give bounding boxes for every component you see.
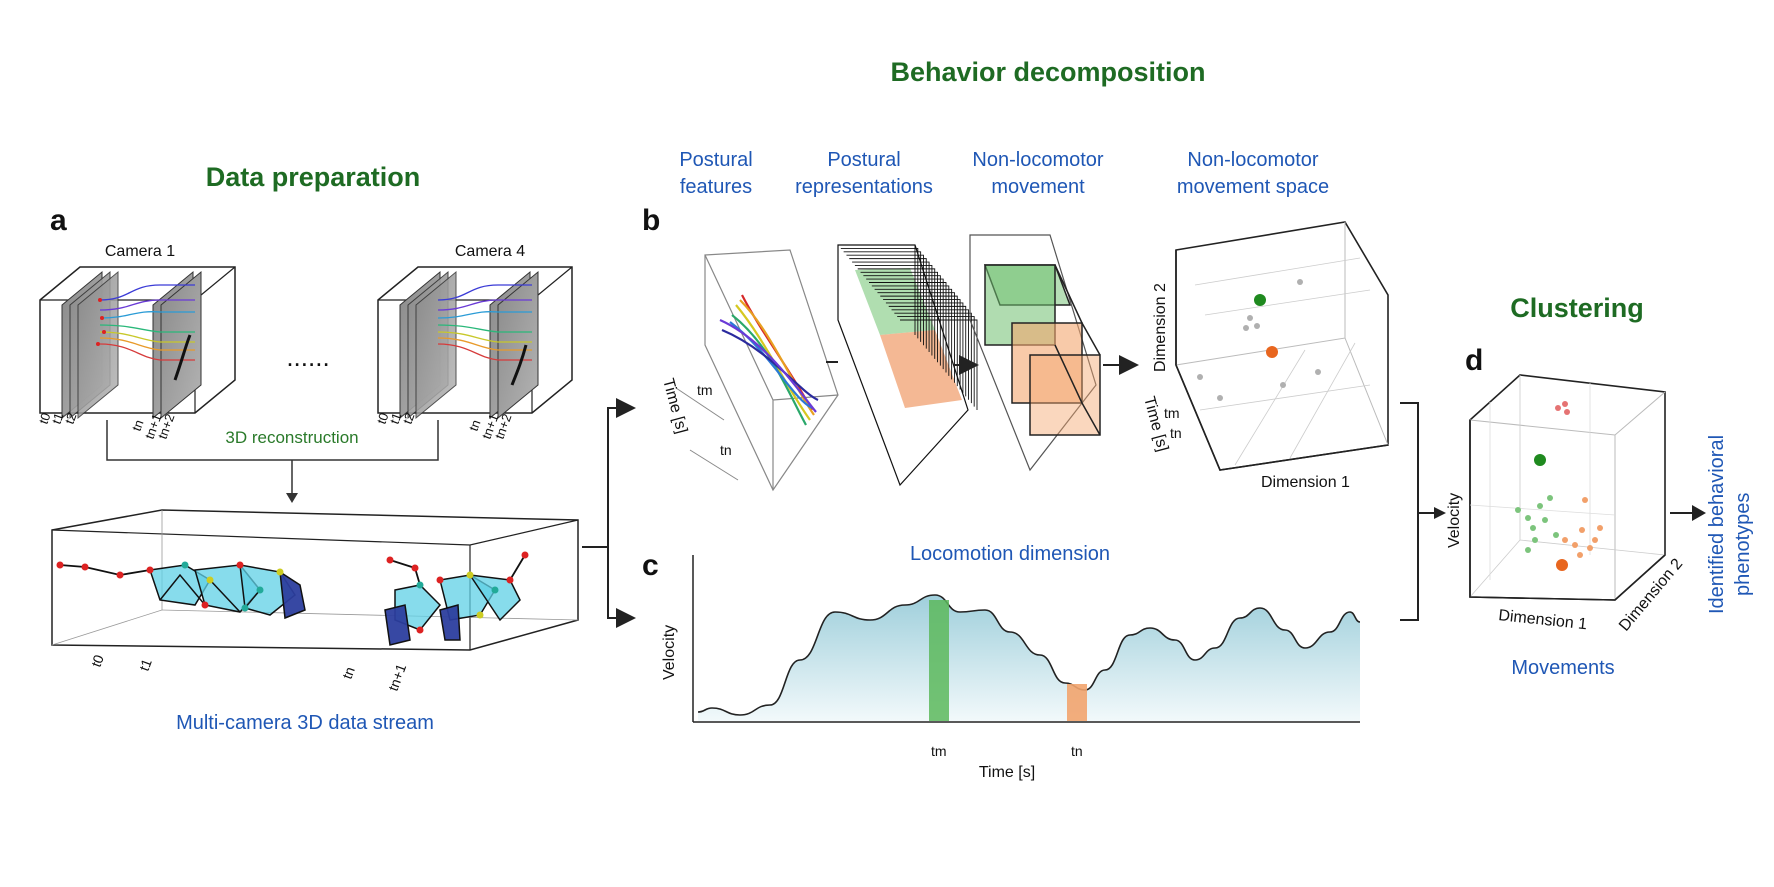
behavior-decomposition-title: Behavior decomposition <box>890 57 1205 87</box>
data-stream-box: t0 t1 tn tn+1 <box>51 509 579 693</box>
merge-arrow <box>1434 507 1446 519</box>
highlight-tm <box>929 600 949 721</box>
clustering-plot: Velocity Dimension 1 Dimension 2 <box>1446 374 1686 635</box>
stream-tick-t1: t1 <box>136 656 155 673</box>
postural-features-line-2: features <box>680 176 752 198</box>
cam4-tick-t2: t2 <box>400 411 418 426</box>
frame-tick-t1: t1 <box>49 411 67 426</box>
phenotypes-line-1: Identified behavioral <box>1706 435 1728 614</box>
dimension-2-label: Dimension 2 <box>1152 283 1169 372</box>
clustering-dimension-1-label: Dimension 1 <box>1498 607 1588 633</box>
reconstruction-label: 3D reconstruction <box>225 428 358 447</box>
postural-representations-line-2: representations <box>795 176 933 198</box>
camera-4-label: Camera 4 <box>455 243 525 260</box>
output-arrow-head <box>1692 505 1706 521</box>
arrow-to-panel-c <box>607 547 636 628</box>
locomotion-x-label: Time [s] <box>979 764 1035 781</box>
movements-caption: Movements <box>1511 657 1614 679</box>
panel-letter-c: c <box>642 549 659 582</box>
frame-tick-t0: t0 <box>36 411 54 426</box>
locomotion-chart: Locomotion dimension Velocity tm tn Time… <box>661 543 1361 781</box>
postural-features-line-1: Postural <box>679 149 752 171</box>
camera-1-box: Camera 1 t0 t1 t2 tn tn+1 tn+2 <box>36 243 236 441</box>
highlight-tn <box>1067 684 1087 721</box>
frame-tick-tn: tn <box>129 418 147 433</box>
cluster-point-green <box>1534 454 1546 466</box>
panel-letter-b: b <box>642 204 660 237</box>
reconstruction-arrow <box>286 493 298 503</box>
stream-tick-tn1: tn+1 <box>385 661 410 693</box>
space-point-orange <box>1266 346 1278 358</box>
phenotypes-line-2: phenotypes <box>1732 493 1754 596</box>
non-locomotor-movement-line-2: movement <box>991 176 1085 198</box>
postural-features-box: Time [s] tm tn <box>659 249 839 492</box>
cluster-point-orange <box>1556 559 1568 571</box>
movement-space-line-2: movement space <box>1177 176 1329 198</box>
movement-space-line-1: Non-locomotor <box>1187 149 1319 171</box>
arrow-to-panel-b <box>582 398 636 548</box>
data-stream-label: Multi-camera 3D data stream <box>176 712 434 734</box>
postural-representations-line-1: Postural <box>827 149 900 171</box>
data-preparation-title: Data preparation <box>206 162 421 192</box>
space-time-label: Time [s] <box>1140 395 1171 454</box>
clustering-title: Clustering <box>1510 293 1644 323</box>
non-locomotor-movement-cubes <box>969 234 1101 472</box>
panel-b-headers: Postural features Postural representatio… <box>679 149 1329 198</box>
dimension-1-label: Dimension 1 <box>1261 474 1350 491</box>
frame-tick-t2: t2 <box>62 411 80 426</box>
velocity-label: Velocity <box>661 625 678 680</box>
non-locomotor-movement-line-1: Non-locomotor <box>972 149 1104 171</box>
postural-representations-stack <box>837 244 978 487</box>
panel-letter-a: a <box>50 204 67 237</box>
stream-tick-tn: tn <box>339 665 358 681</box>
movement-space-plot: Dimension 2 Time [s] tm tn Dimension 1 <box>1140 221 1389 491</box>
time-axis-label: Time [s] <box>659 377 690 436</box>
space-tick-m: tm <box>1164 405 1180 421</box>
panel-letter-d: d <box>1465 344 1483 377</box>
space-point-green <box>1254 294 1266 306</box>
space-tick-n: tn <box>1170 425 1182 441</box>
cameras-ellipsis: ...... <box>286 342 329 372</box>
stream-tick-t0: t0 <box>88 652 107 669</box>
camera-1-label: Camera 1 <box>105 243 175 260</box>
cam4-tick-tn: tn <box>466 418 484 433</box>
cam4-tick-t1: t1 <box>387 411 405 426</box>
postural-tick-m: tm <box>697 382 713 398</box>
cam4-tick-t0: t0 <box>374 411 392 426</box>
camera-4-box: Camera 4 t0 t1 t2 tn tn+1 tn+2 <box>374 243 573 441</box>
locomotion-tick-m: tm <box>931 743 947 759</box>
clustering-velocity-label: Velocity <box>1446 493 1463 548</box>
locomotion-tick-n: tn <box>1071 743 1083 759</box>
locomotion-title: Locomotion dimension <box>910 543 1110 565</box>
postural-tick-n: tn <box>720 442 732 458</box>
